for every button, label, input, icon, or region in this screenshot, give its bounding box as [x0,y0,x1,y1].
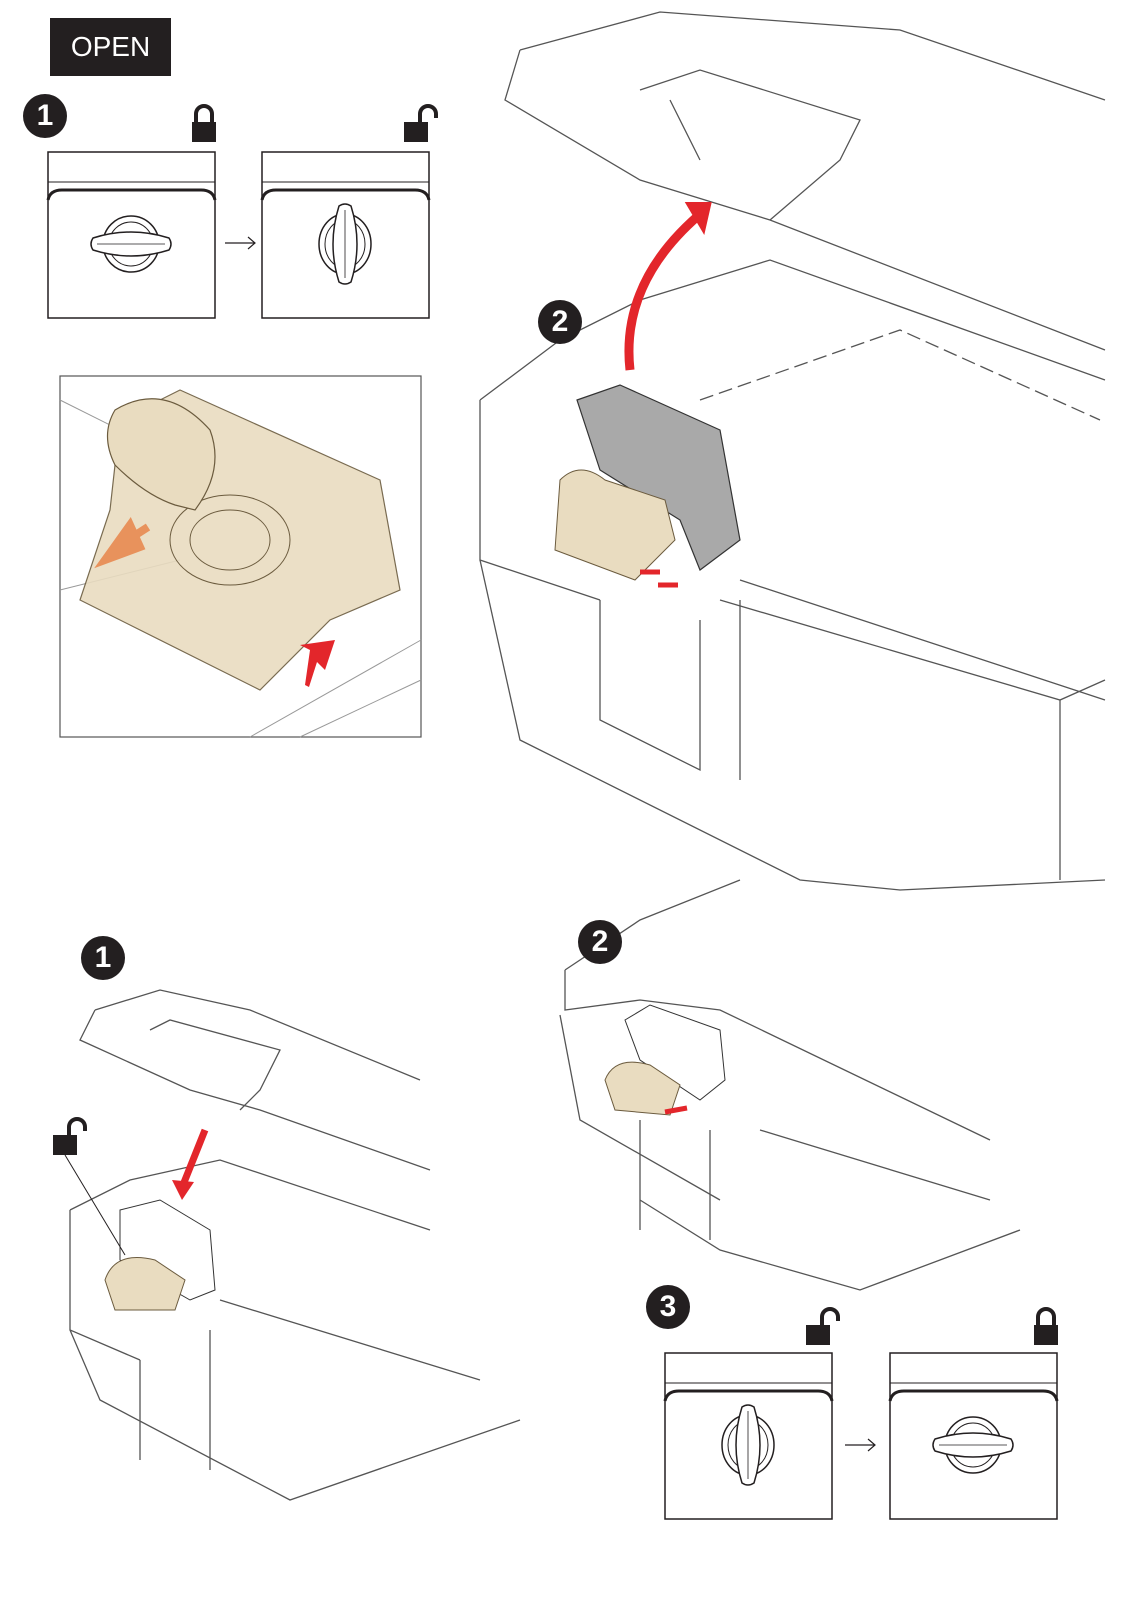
lock-open-icon [51,1117,87,1157]
latch-beige [604,1061,681,1116]
leader-line [64,1154,126,1256]
topcase-open-illustration [479,11,1106,891]
arrow-right-icon [845,1438,876,1452]
latch-frame [624,1004,726,1101]
arrow-up-red [624,206,708,371]
lock-open-icon [804,1307,840,1347]
key-unlocked-panel [260,150,431,320]
arrow-down-red [179,1128,209,1187]
latch-detail-inset [59,375,422,738]
step-number-3: 3 [646,1285,690,1329]
step-number-1: 1 [23,94,67,138]
latch-grey [576,384,741,571]
topcase-closed-illustration [559,879,1021,1291]
latch-frame [119,1199,216,1301]
open-section-label: OPEN [50,18,171,76]
lock-closed-icon [1032,1307,1060,1347]
arrow-right-icon [225,236,256,250]
key-unlocked-panel [663,1351,834,1521]
step-number-2: 2 [578,920,622,964]
key-locked-panel [888,1351,1059,1521]
lock-closed-icon [190,104,218,144]
key-locked-panel [46,150,217,320]
lock-open-icon [402,104,438,144]
topcase-closing-illustration [69,989,521,1501]
step-number-2: 2 [538,300,582,344]
latch-beige [554,469,676,581]
arrow-push-red [664,1105,688,1115]
latch-beige [104,1257,186,1311]
step-number-1: 1 [81,936,125,980]
